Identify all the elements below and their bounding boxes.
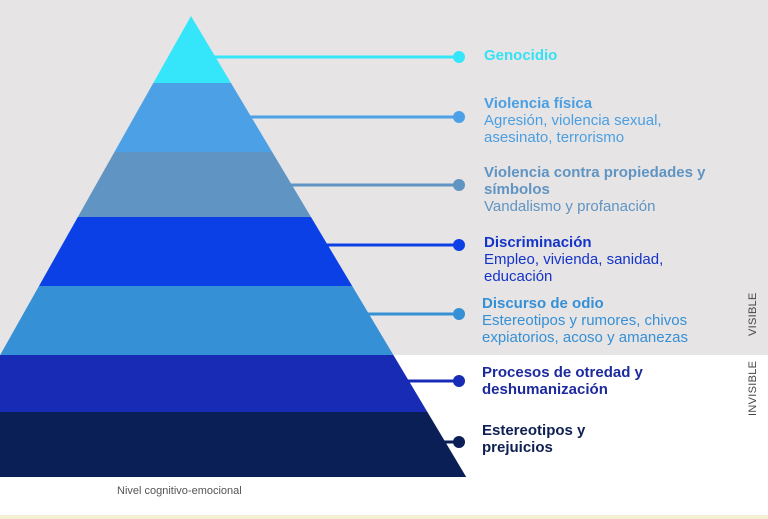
bottom-border [0, 515, 768, 519]
connector-dot [453, 111, 465, 123]
connector-dot [453, 239, 465, 251]
level-title: Procesos de otredad y deshumanización [482, 364, 643, 398]
connector-dot [453, 179, 465, 191]
invisible-side-label: INVISIBLE [747, 360, 759, 416]
pyramid-band [153, 16, 231, 83]
level-desc: Vandalismo y profanación [484, 198, 656, 215]
pyramid-band [114, 83, 273, 152]
level-title: Discurso de odio [482, 295, 604, 312]
level-label-discurso-odio: Discurso de odio Estereotipos y rumores,… [482, 295, 732, 346]
level-desc: Estereotipos y rumores, chivos expiatori… [482, 312, 688, 346]
pyramid-band [77, 152, 311, 217]
level-label-otredad: Procesos de otredad y deshumanización [482, 364, 662, 398]
level-label-discriminacion: Discriminación Empleo, vivienda, sanidad… [484, 234, 699, 285]
connector-dot [453, 308, 465, 320]
pyramid-band [0, 355, 428, 412]
connector-dot [453, 51, 465, 63]
level-title: Estereotipos y prejuicios [482, 422, 586, 456]
axis-label: Nivel cognitivo-emocional [117, 485, 242, 497]
pyramid-band [0, 286, 394, 355]
level-title: Violencia física [484, 95, 593, 112]
connector-dot [453, 375, 465, 387]
pyramid-band [0, 412, 467, 477]
level-desc: Agresión, violencia sexual, asesinato, t… [484, 112, 662, 146]
visible-side-label: VISIBLE [747, 292, 759, 336]
level-label-estereotipos: Estereotipos y prejuicios [482, 422, 602, 456]
level-title: Genocidio [484, 47, 558, 64]
level-title: Discriminación [484, 234, 592, 251]
level-title: Violencia contra propiedades y símbolos [484, 164, 706, 198]
level-label-genocidio: Genocidio [484, 47, 557, 64]
pyramid-band [38, 217, 353, 286]
level-label-violencia-propiedades: Violencia contra propiedades y símbolos … [484, 164, 744, 215]
level-desc: Empleo, vivienda, sanidad, educación [484, 251, 664, 285]
level-label-violencia-fisica: Violencia física Agresión, violencia sex… [484, 95, 699, 146]
connector-dot [453, 436, 465, 448]
